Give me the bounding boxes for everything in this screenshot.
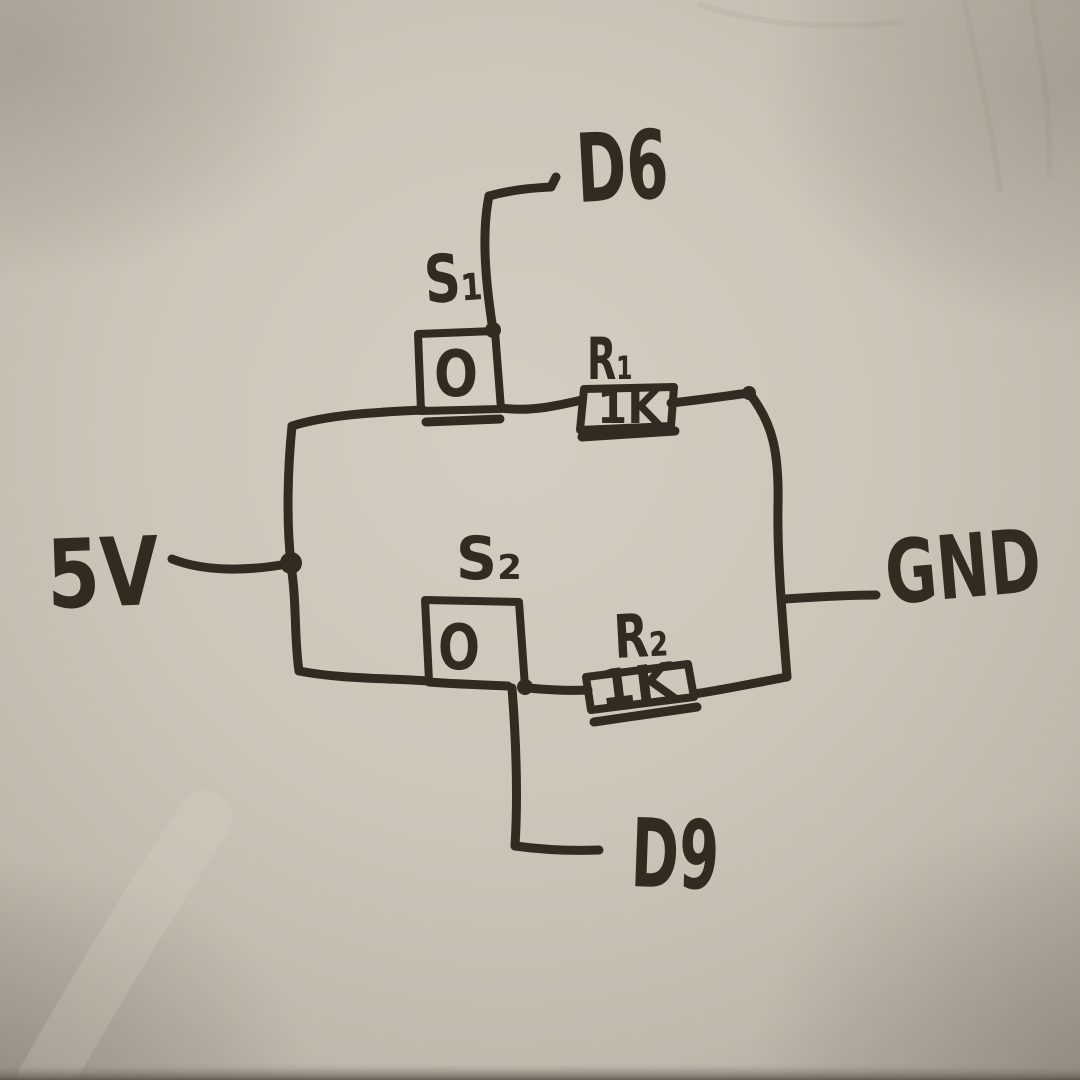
wire-5v-lead (167, 554, 292, 574)
label-s2: S₂ (456, 524, 522, 594)
label-d9: D9 (629, 799, 721, 912)
wire-r2-s2 (523, 683, 593, 695)
label-r1: R₁ (587, 325, 633, 393)
paper-crease (1029, 0, 1053, 178)
switch-s2-contact-mark: O (438, 611, 480, 684)
paper-bottom-edge (0, 1064, 1080, 1080)
label-5v: 5V (45, 517, 161, 631)
resistor-r2-body (582, 660, 698, 714)
resistor-r2-base-line (589, 702, 702, 727)
wire-d9-lead (510, 841, 604, 855)
junction-dot-s2-d9 (517, 679, 533, 695)
paper-shadow-bottom-right (750, 810, 1080, 1080)
wire-rail-r2 (689, 672, 792, 699)
junction-dot-r1-rail (742, 386, 756, 400)
wire-d6-lead (484, 172, 561, 201)
label-gnd: GND (881, 509, 1045, 625)
resistor-r2-value: 1K (596, 652, 680, 717)
wire-bottom-left (294, 666, 433, 686)
switch-s2-base-line (424, 677, 513, 691)
switch-s1-contact-mark: O (434, 338, 478, 412)
resistor-r1-base-line (577, 426, 680, 442)
wire-left-up (283, 421, 297, 568)
wire-right-rail (744, 388, 792, 682)
paper-sheen (17, 790, 233, 1080)
paper-shadow-bottom-left (0, 860, 310, 1080)
wire-top-left (287, 405, 428, 431)
switch-s2-body (421, 596, 529, 691)
label-s1: S₁ (422, 238, 485, 319)
wire-gnd-lead (780, 590, 881, 604)
resistor-r1-body (576, 383, 678, 434)
paper-crease (697, 2, 903, 29)
switch-s1-base-line (421, 414, 505, 427)
paper-crease (962, 0, 1003, 193)
paper-shadow-top-left (0, 0, 340, 280)
label-r2: R₂ (612, 600, 670, 673)
resistor-r1-value: 1K (597, 381, 663, 434)
paper-shadow-top-right (760, 0, 1080, 330)
label-d6: D6 (573, 110, 671, 225)
wire-s1-r1 (496, 395, 587, 414)
wire-left-down (286, 560, 304, 676)
wire-d6-riser (480, 191, 498, 335)
junction-dot-s1-d6 (485, 322, 501, 338)
wire-d9-riser (507, 683, 521, 851)
junction-dot-5v (280, 552, 302, 574)
